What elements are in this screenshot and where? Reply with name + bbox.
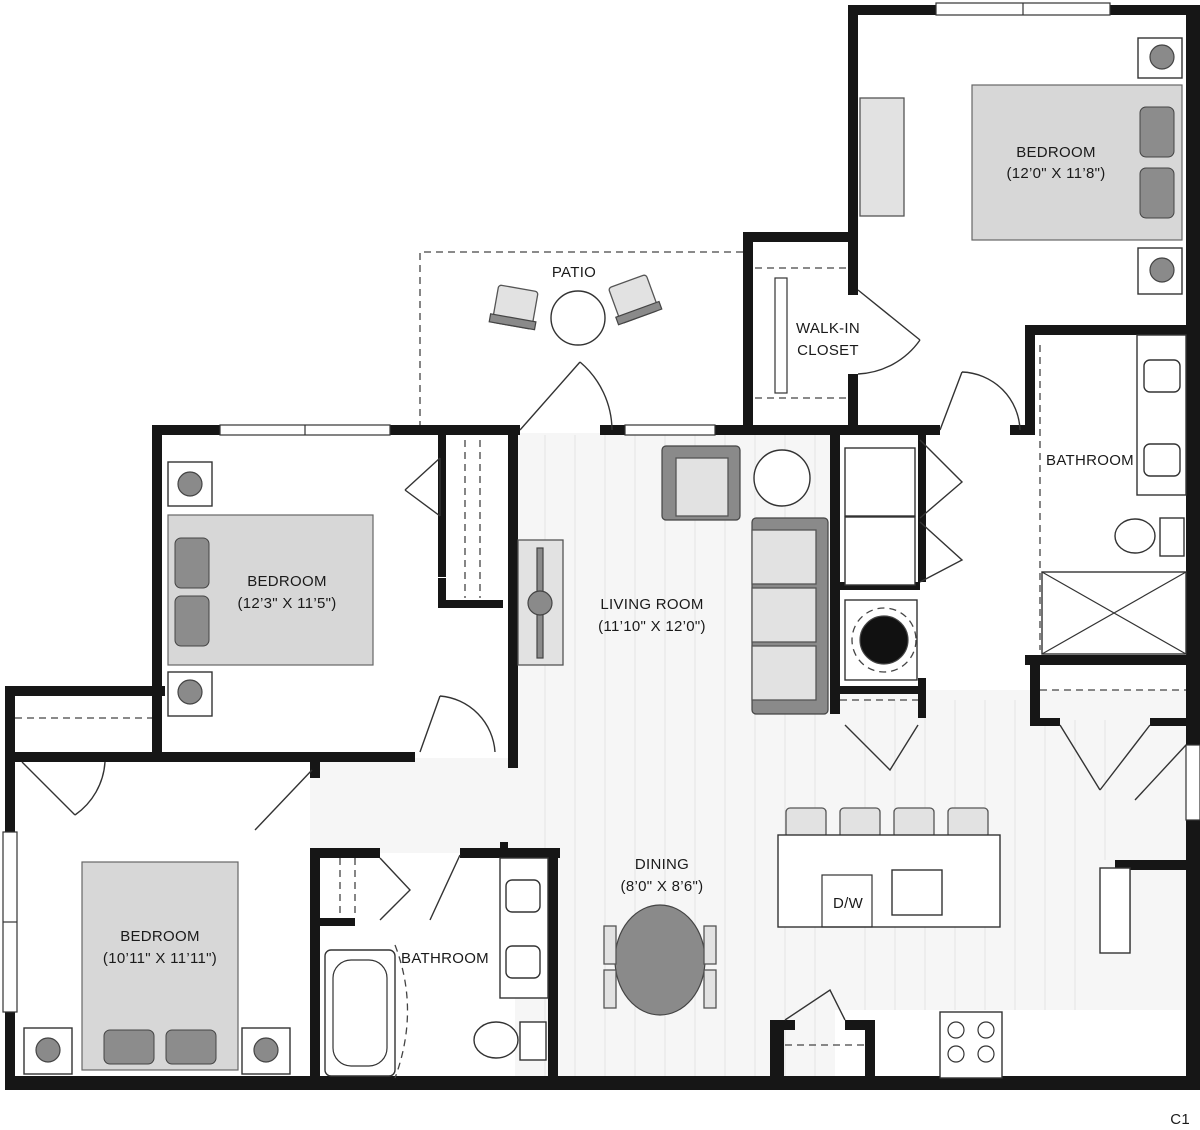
side-table bbox=[753, 449, 811, 507]
kitchen-island bbox=[777, 834, 1001, 928]
dining-chair bbox=[603, 969, 617, 1009]
master-bathroom-name: BATHROOM bbox=[1046, 452, 1134, 469]
toilet bbox=[1114, 518, 1156, 554]
dresser bbox=[859, 97, 905, 217]
master-bedroom-furniture bbox=[859, 37, 1183, 295]
living-room-name: LIVING ROOM bbox=[600, 596, 703, 613]
toilet bbox=[473, 1021, 519, 1059]
dishwasher-label: D/W bbox=[833, 895, 864, 912]
lamp-icon bbox=[177, 679, 203, 705]
sink bbox=[1143, 443, 1181, 477]
lamp-icon bbox=[1149, 257, 1175, 283]
pillow bbox=[174, 537, 210, 589]
walk-in-closet-label-2: CLOSET bbox=[797, 342, 859, 359]
pillow bbox=[174, 595, 210, 647]
patio-furniture bbox=[488, 274, 663, 346]
sink bbox=[505, 945, 541, 979]
refrigerator bbox=[1099, 867, 1131, 954]
walk-in-closet-label-1: WALK-IN bbox=[796, 320, 860, 337]
kitchen bbox=[777, 807, 1131, 1079]
water-heater bbox=[859, 615, 909, 665]
closet-shelving bbox=[15, 267, 1186, 1046]
lamp-icon bbox=[1149, 44, 1175, 70]
dishwasher bbox=[821, 874, 873, 928]
pillow bbox=[1139, 167, 1175, 219]
stool bbox=[893, 807, 935, 839]
stool bbox=[785, 807, 827, 839]
master-bedroom-size: (12’0" X 11’8") bbox=[1006, 165, 1105, 182]
dining-furniture bbox=[603, 904, 717, 1016]
sink bbox=[1143, 359, 1181, 393]
dining-table bbox=[614, 904, 706, 1016]
bedroom-3-size: (10’11" X 11’11") bbox=[103, 950, 217, 967]
patio-chair-right bbox=[608, 274, 663, 326]
dining-chair bbox=[703, 925, 717, 965]
living-furniture bbox=[517, 445, 829, 715]
dryer bbox=[844, 516, 916, 586]
lamp-icon bbox=[177, 471, 203, 497]
bedroom-2-size: (12’3" X 11’5") bbox=[237, 595, 336, 612]
bathroom-2-fixtures bbox=[324, 857, 549, 1079]
dining-chair bbox=[603, 925, 617, 965]
windows bbox=[2, 2, 1200, 1013]
patio-label: PATIO bbox=[552, 264, 596, 281]
doors bbox=[21, 289, 1187, 1021]
range bbox=[939, 1011, 1003, 1079]
bathtub bbox=[324, 949, 396, 1077]
washer bbox=[844, 447, 916, 517]
stool bbox=[947, 807, 989, 839]
plan-code: C1 bbox=[1170, 1111, 1190, 1128]
patio-outline bbox=[419, 251, 750, 428]
pillow bbox=[1139, 106, 1175, 158]
bathroom-2-name: BATHROOM bbox=[401, 950, 489, 967]
lamp-icon bbox=[35, 1037, 61, 1063]
pillow bbox=[103, 1029, 155, 1065]
lamp-icon bbox=[253, 1037, 279, 1063]
kitchen-sink bbox=[891, 869, 943, 916]
patio-chair-left bbox=[488, 284, 539, 331]
dining-chair bbox=[703, 969, 717, 1009]
bedroom-3-name: BEDROOM bbox=[120, 928, 200, 945]
stool bbox=[839, 807, 881, 839]
patio-table bbox=[550, 290, 606, 346]
master-bedroom-name: BEDROOM bbox=[1016, 144, 1096, 161]
pillow bbox=[165, 1029, 217, 1065]
sink bbox=[505, 879, 541, 913]
master-bath-fixtures bbox=[1041, 334, 1187, 655]
living-room-size: (11’10" X 12’0") bbox=[598, 618, 706, 635]
dining-name: DINING bbox=[635, 856, 689, 873]
bedroom-2-name: BEDROOM bbox=[247, 573, 327, 590]
dining-size: (8’0" X 8’6") bbox=[621, 878, 704, 895]
bedroom-3-furniture bbox=[23, 861, 291, 1075]
laundry bbox=[844, 447, 918, 681]
bedroom-2-furniture bbox=[167, 461, 374, 717]
room-labels: PATIO WALK-IN CLOSET BEDROOM (12’0" X 11… bbox=[103, 144, 1190, 1128]
